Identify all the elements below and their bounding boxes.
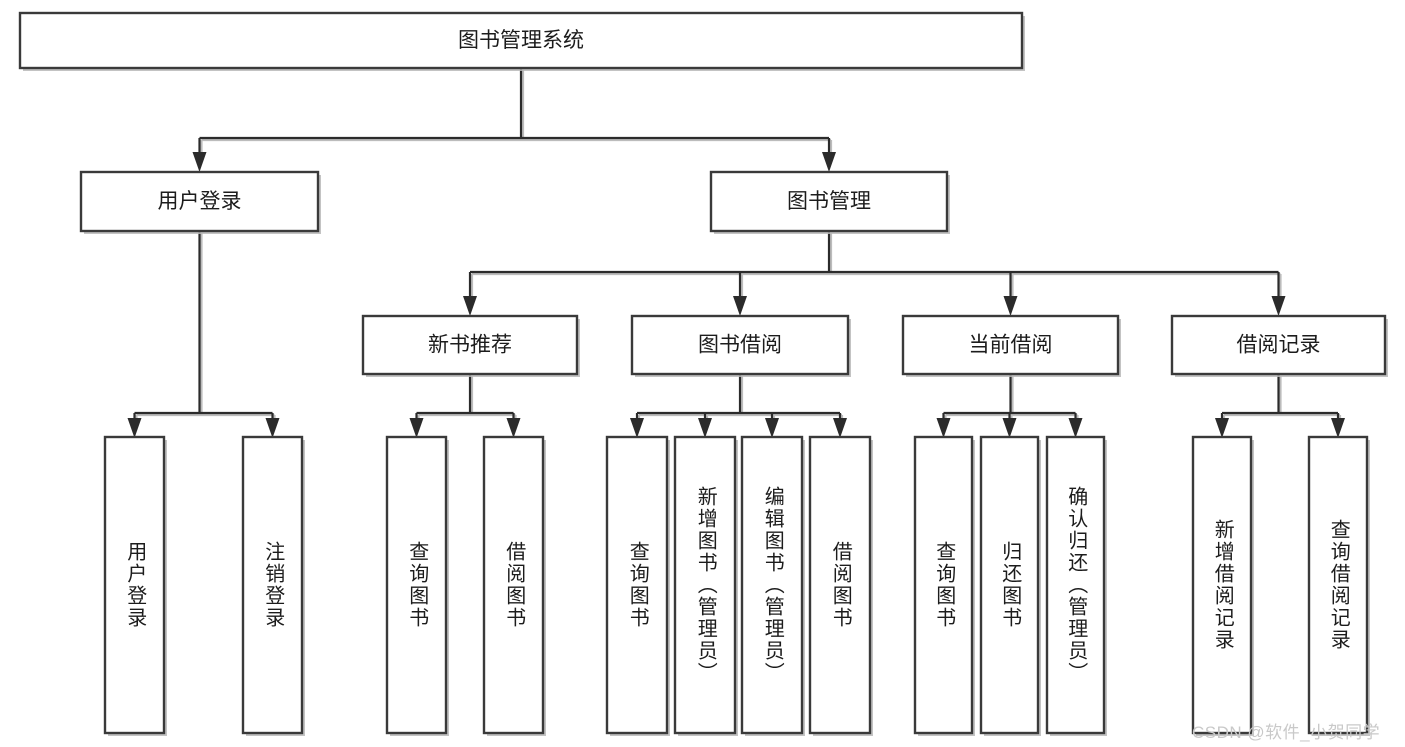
arrow-to-leaf-9 — [1002, 418, 1017, 438]
arrow-to-leaf-3 — [506, 418, 521, 438]
level3-node-label-1: 图书借阅 — [698, 334, 782, 357]
leaf-node-box-9[interactable] — [979, 435, 1040, 735]
arrow-to-level3-1 — [733, 296, 747, 316]
level3-node-box-3[interactable] — [1170, 314, 1387, 376]
root-node-box[interactable] — [18, 11, 1024, 70]
arrow-to-leaf-8 — [936, 418, 951, 438]
leaf-node-box-4[interactable] — [605, 435, 669, 735]
leaf-node-box-1[interactable] — [241, 435, 304, 735]
arrow-to-level2-1 — [822, 152, 836, 172]
arrow-to-leaf-4 — [630, 418, 644, 438]
arrow-to-leaf-5 — [698, 418, 712, 438]
arrow-to-leaf-6 — [765, 418, 779, 438]
level3-node-box-1[interactable] — [630, 314, 850, 376]
arrow-to-leaf-2 — [409, 418, 424, 438]
arrow-to-leaf-10 — [1068, 418, 1083, 438]
arrow-to-leaf-0 — [127, 418, 142, 438]
level3-node-label-0: 新书推荐 — [428, 334, 512, 357]
csdn-watermark: CSDN @软件_小贺同学 — [1192, 723, 1381, 742]
leaf-node-box-6[interactable] — [740, 435, 804, 735]
arrow-to-leaf-1 — [265, 418, 280, 438]
leaf-node-box-11[interactable] — [1191, 435, 1253, 735]
leaf-node-box-5[interactable] — [673, 435, 737, 735]
connectors-layer — [127, 68, 1345, 438]
leaf-node-box-7[interactable] — [808, 435, 872, 735]
level3-node-label-3: 借阅记录 — [1237, 334, 1321, 357]
level3-node-box-2[interactable] — [901, 314, 1120, 376]
level2-node-label-1: 图书管理 — [787, 190, 871, 213]
leaf-node-box-10[interactable] — [1045, 435, 1106, 735]
arrow-to-level3-0 — [463, 296, 477, 316]
level3-node-box-0[interactable] — [361, 314, 579, 376]
level2-node-box-1[interactable] — [709, 170, 949, 233]
level2-node-label-0: 用户登录 — [158, 190, 242, 213]
root-node-label: 图书管理系统 — [458, 29, 584, 52]
leaf-node-box-2[interactable] — [385, 435, 448, 735]
arrow-to-level2-0 — [192, 152, 207, 172]
leaf-node-box-8[interactable] — [913, 435, 974, 735]
leaf-node-box-12[interactable] — [1307, 435, 1369, 735]
arrow-to-leaf-11 — [1215, 418, 1229, 438]
arrow-to-level3-2 — [1003, 296, 1018, 316]
level2-node-box-0[interactable] — [79, 170, 320, 233]
level3-node-label-2: 当前借阅 — [969, 334, 1053, 357]
boxes-layer — [18, 11, 1388, 736]
leaf-node-box-0[interactable] — [103, 435, 166, 735]
arrow-to-level3-3 — [1271, 296, 1286, 316]
arrow-to-leaf-7 — [833, 418, 847, 438]
leaf-node-box-3[interactable] — [482, 435, 545, 735]
arrow-to-leaf-12 — [1331, 418, 1345, 438]
